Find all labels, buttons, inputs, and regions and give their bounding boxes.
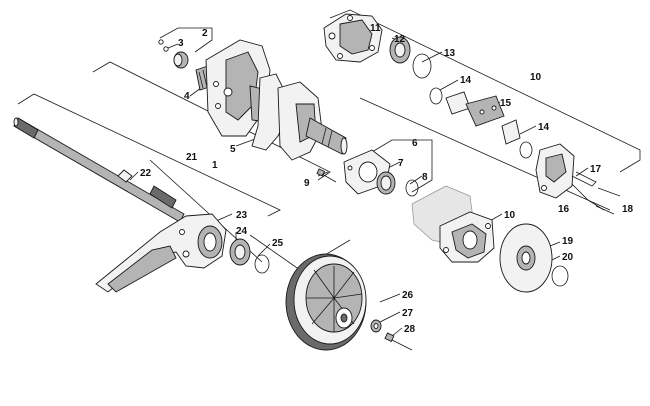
- callout-26: 26: [402, 290, 414, 301]
- callout-9: 9: [304, 178, 310, 189]
- part-9-bolt: [316, 168, 337, 183]
- part-23-chain-tension-arm: [95, 213, 227, 293]
- part-15-tensioner: [445, 91, 521, 145]
- part-10-housing-lower: [439, 211, 495, 263]
- part-14-bushing-b: [519, 141, 533, 159]
- leader-14b: [519, 125, 537, 135]
- callout-2: 2: [202, 28, 208, 39]
- callout-20: 20: [562, 252, 574, 263]
- callout-15: 15: [500, 98, 512, 109]
- callout-23: 23: [236, 210, 248, 221]
- part-13-o-ring: [412, 53, 432, 79]
- bracket-16: [569, 181, 605, 211]
- callout-14-lower: 14: [538, 122, 550, 133]
- leader-27: [379, 311, 401, 323]
- callout-24: 24: [236, 226, 248, 237]
- part-14-bushing-a: [429, 87, 443, 105]
- callout-21: 21: [186, 152, 198, 163]
- part-1-drive-sprocket-assembly: [195, 39, 348, 161]
- bracket-2: [159, 27, 213, 53]
- leader-14a: [439, 79, 459, 91]
- part-12-bearing: [389, 36, 411, 64]
- part-18-bolts: [595, 187, 621, 215]
- part-19-brake-disc: [499, 223, 553, 293]
- part-17-bolt-clip: [571, 171, 597, 187]
- callout-14-upper: 14: [460, 75, 472, 86]
- callout-11: 11: [370, 23, 381, 34]
- callout-22: 22: [140, 168, 152, 179]
- leader-3: [167, 43, 179, 49]
- callout-16: 16: [558, 204, 570, 215]
- part-2-sleeve: [173, 51, 189, 69]
- callout-18: 18: [622, 204, 634, 215]
- leader-22: [129, 171, 139, 181]
- part-7-bearing: [376, 171, 396, 195]
- leader-26: [379, 293, 401, 303]
- leader-28: [391, 327, 403, 337]
- callout-10: 10: [530, 72, 542, 83]
- callout-3: 3: [178, 38, 184, 49]
- part-16-housing-lower: [535, 143, 575, 199]
- callout-5: 5: [230, 144, 236, 155]
- part-26-driven-pulley: [285, 253, 367, 351]
- leader-25: [257, 243, 271, 257]
- callout-1: 1: [212, 160, 218, 171]
- part-27-washer: [370, 319, 382, 333]
- callout-13: 13: [444, 48, 456, 59]
- callout-10-lower: 10: [504, 210, 516, 221]
- callout-19: 19: [562, 236, 574, 247]
- bracket-21: [17, 93, 281, 217]
- part-11-housing-upper: [323, 13, 383, 63]
- part-20-retaining-ring: [551, 265, 569, 287]
- bracket-6: [371, 139, 433, 193]
- callout-4: 4: [184, 91, 190, 102]
- leader-7: [387, 161, 401, 169]
- callout-25: 25: [272, 238, 284, 249]
- part-28-bolt: [384, 332, 413, 351]
- leader-13: [421, 51, 443, 63]
- callout-12: 12: [394, 34, 406, 45]
- part-24-bearing: [229, 238, 251, 266]
- bracket-10-lower: [359, 97, 611, 211]
- callout-7: 7: [398, 158, 404, 169]
- part-22-jackshaft: [13, 117, 185, 223]
- part-25-retaining-ring: [254, 254, 270, 274]
- part-8-retaining-ring: [405, 179, 419, 197]
- callout-labels: 2 3 4 5 1 21 22 9 6 7 8 11 12 13 10 14 1…: [140, 23, 634, 335]
- callout-28: 28: [404, 324, 416, 335]
- callout-6: 6: [412, 138, 418, 149]
- callout-17: 17: [590, 164, 602, 175]
- bracket-10: [329, 9, 641, 173]
- leader-8: [409, 175, 423, 185]
- callout-8: 8: [422, 172, 428, 183]
- part-3-ball-bearings: [158, 39, 169, 52]
- callout-27: 27: [402, 308, 414, 319]
- leader-17: [575, 167, 589, 177]
